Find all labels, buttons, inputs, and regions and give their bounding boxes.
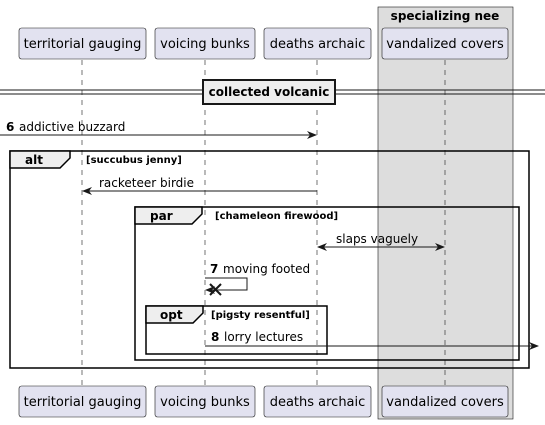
message-label: racketeer birdie [99, 176, 194, 190]
message-label: addictive buzzard [19, 120, 125, 134]
participant-box: specializing nee [377, 6, 514, 420]
fragment-keyword: opt [160, 308, 183, 322]
destroy-icon [209, 283, 222, 296]
message-label: lorry lectures [224, 330, 303, 344]
participant-territorial-gauging-footer[interactable]: territorial gauging [18, 385, 147, 418]
message-arrow [205, 277, 248, 294]
participant-label: territorial gauging [24, 395, 142, 410]
fragment-keyword: par [150, 209, 173, 223]
participant-vandalized-covers-footer[interactable]: vandalized covers [381, 385, 509, 418]
message-racketeer-birdie: racketeer birdie [82, 176, 317, 195]
fragment-guard: [chameleon firewood] [215, 211, 338, 222]
participant-box-title: specializing nee [391, 9, 500, 23]
lifelines [81, 60, 446, 386]
message-number: 7 [210, 262, 218, 276]
participant-label: vandalized covers [386, 395, 504, 410]
message-slaps-vaguely: slaps vaguely [317, 232, 445, 251]
divider: collected volcanic [0, 79, 545, 105]
participant-voicing-bunks[interactable]: voicing bunks [154, 27, 256, 60]
participant-label: territorial gauging [24, 37, 142, 52]
message-label: slaps vaguely [336, 232, 418, 246]
divider-label: collected volcanic [209, 85, 330, 99]
fragment-keyword: alt [25, 153, 43, 167]
participant-label: voicing bunks [160, 37, 250, 52]
participant-label: deaths archaic [270, 37, 366, 52]
fragment-guard: [succubus jenny] [86, 155, 182, 166]
participant-voicing-bunks-footer[interactable]: voicing bunks [154, 385, 256, 418]
participant-label: voicing bunks [160, 395, 250, 410]
participant-label: vandalized covers [386, 37, 504, 52]
message-label: moving footed [223, 262, 310, 276]
participant-territorial-gauging[interactable]: territorial gauging [18, 27, 147, 60]
participant-vandalized-covers[interactable]: vandalized covers [381, 27, 509, 60]
fragment-par: par [chameleon firewood] [134, 206, 520, 361]
message-moving-footed: 7 moving footed [205, 262, 310, 296]
fragment-opt: opt [pigsty resentful] [145, 305, 328, 355]
participant-label: deaths archaic [270, 395, 366, 410]
message-number: 8 [211, 330, 219, 344]
message-addictive-buzzard: 6 addictive buzzard [0, 120, 317, 139]
message-number: 6 [6, 120, 14, 134]
message-lorry-lectures: 8 lorry lectures [205, 330, 539, 350]
fragment-alt: alt [succubus jenny] [9, 150, 530, 369]
participant-deaths-archaic-footer[interactable]: deaths archaic [263, 385, 372, 418]
fragment-guard: [pigsty resentful] [211, 310, 310, 321]
participant-deaths-archaic[interactable]: deaths archaic [263, 27, 372, 60]
